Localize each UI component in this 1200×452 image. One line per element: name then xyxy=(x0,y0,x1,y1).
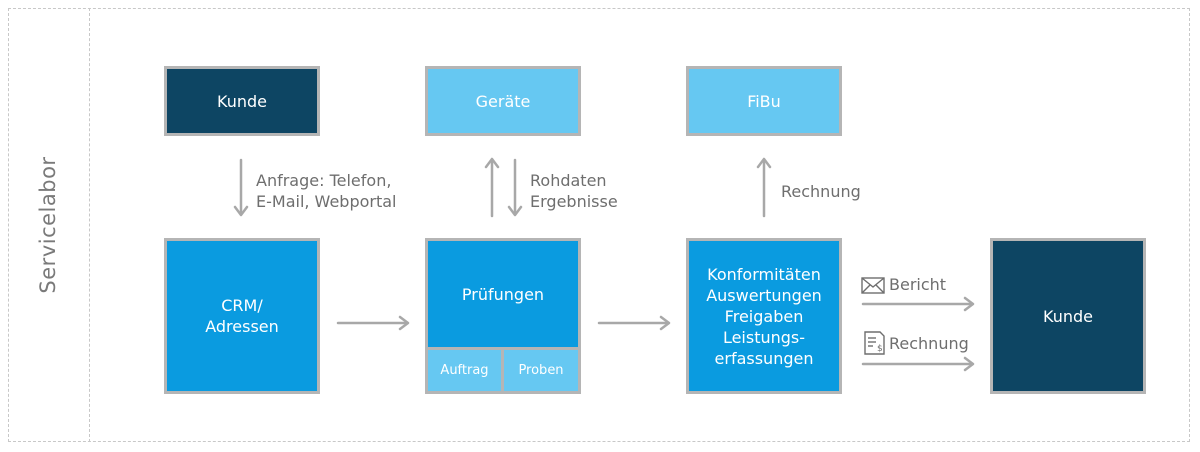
arrow-pruefungen-to-geraete-head xyxy=(484,157,500,169)
envelope-icon xyxy=(861,277,885,294)
bericht-label: Bericht xyxy=(889,275,947,294)
konformitaeten-line2: Auswertungen xyxy=(706,285,822,305)
rohdaten-line1: Rohdaten xyxy=(530,171,607,190)
arrow-crm-to-pruefungen-head xyxy=(398,315,410,331)
pruefungen-box: Prüfungen xyxy=(425,238,581,350)
konformitaeten-line3: Freigaben xyxy=(724,306,804,326)
rohdaten-label: Rohdaten Ergebnisse xyxy=(530,170,618,212)
auftrag-box: Auftrag xyxy=(425,347,504,394)
proben-label: Proben xyxy=(518,363,564,378)
crm-label-line1: CRM/ xyxy=(221,296,263,315)
anfrage-label: Anfrage: Telefon, E-Mail, Webportal xyxy=(256,170,396,212)
fibu-label: FiBu xyxy=(747,91,781,111)
fibu-box: FiBu xyxy=(686,66,842,136)
anfrage-line2: E-Mail, Webportal xyxy=(256,192,397,211)
crm-label-line2: Adressen xyxy=(205,317,279,336)
geraete-box: Geräte xyxy=(425,66,581,136)
kunde-right-box: Kunde xyxy=(990,238,1146,394)
arrow-bericht-to-kunde-head xyxy=(963,296,975,312)
rechnung-out-label: Rechnung xyxy=(889,334,969,353)
kunde-right-label: Kunde xyxy=(1043,306,1093,326)
arrow-geraete-to-pruefungen-head xyxy=(507,205,523,217)
rechnung-up-label: Rechnung xyxy=(781,182,861,201)
frame-divider xyxy=(89,8,90,442)
rohdaten-line2: Ergebnisse xyxy=(530,192,618,211)
pruefungen-label: Prüfungen xyxy=(461,284,545,304)
arrow-pruefungen-to-konf-head xyxy=(659,315,671,331)
anfrage-line1: Anfrage: Telefon, xyxy=(256,171,392,190)
konformitaeten-line5: erfassungen xyxy=(714,348,814,368)
arrow-konf-to-fibu-head xyxy=(756,157,772,169)
kunde-top-label: Kunde xyxy=(217,91,267,111)
konformitaeten-box: Konformitäten Auswertungen Freigaben Lei… xyxy=(686,238,842,394)
arrow-rechnung-to-kunde-head xyxy=(963,356,975,372)
geraete-label: Geräte xyxy=(475,91,531,111)
crm-box: CRM/ Adressen xyxy=(164,238,320,394)
servicelabor-frame xyxy=(8,8,1190,442)
konformitaeten-line4: Leistungs- xyxy=(722,327,806,347)
kunde-top-box: Kunde xyxy=(164,66,320,136)
invoice-icon: $ xyxy=(864,331,885,355)
auftrag-label: Auftrag xyxy=(440,363,489,378)
arrow-kunde-to-crm-head xyxy=(233,205,249,217)
svg-text:$: $ xyxy=(877,344,883,354)
konformitaeten-line1: Konformitäten xyxy=(707,264,821,284)
proben-box: Proben xyxy=(501,347,581,394)
